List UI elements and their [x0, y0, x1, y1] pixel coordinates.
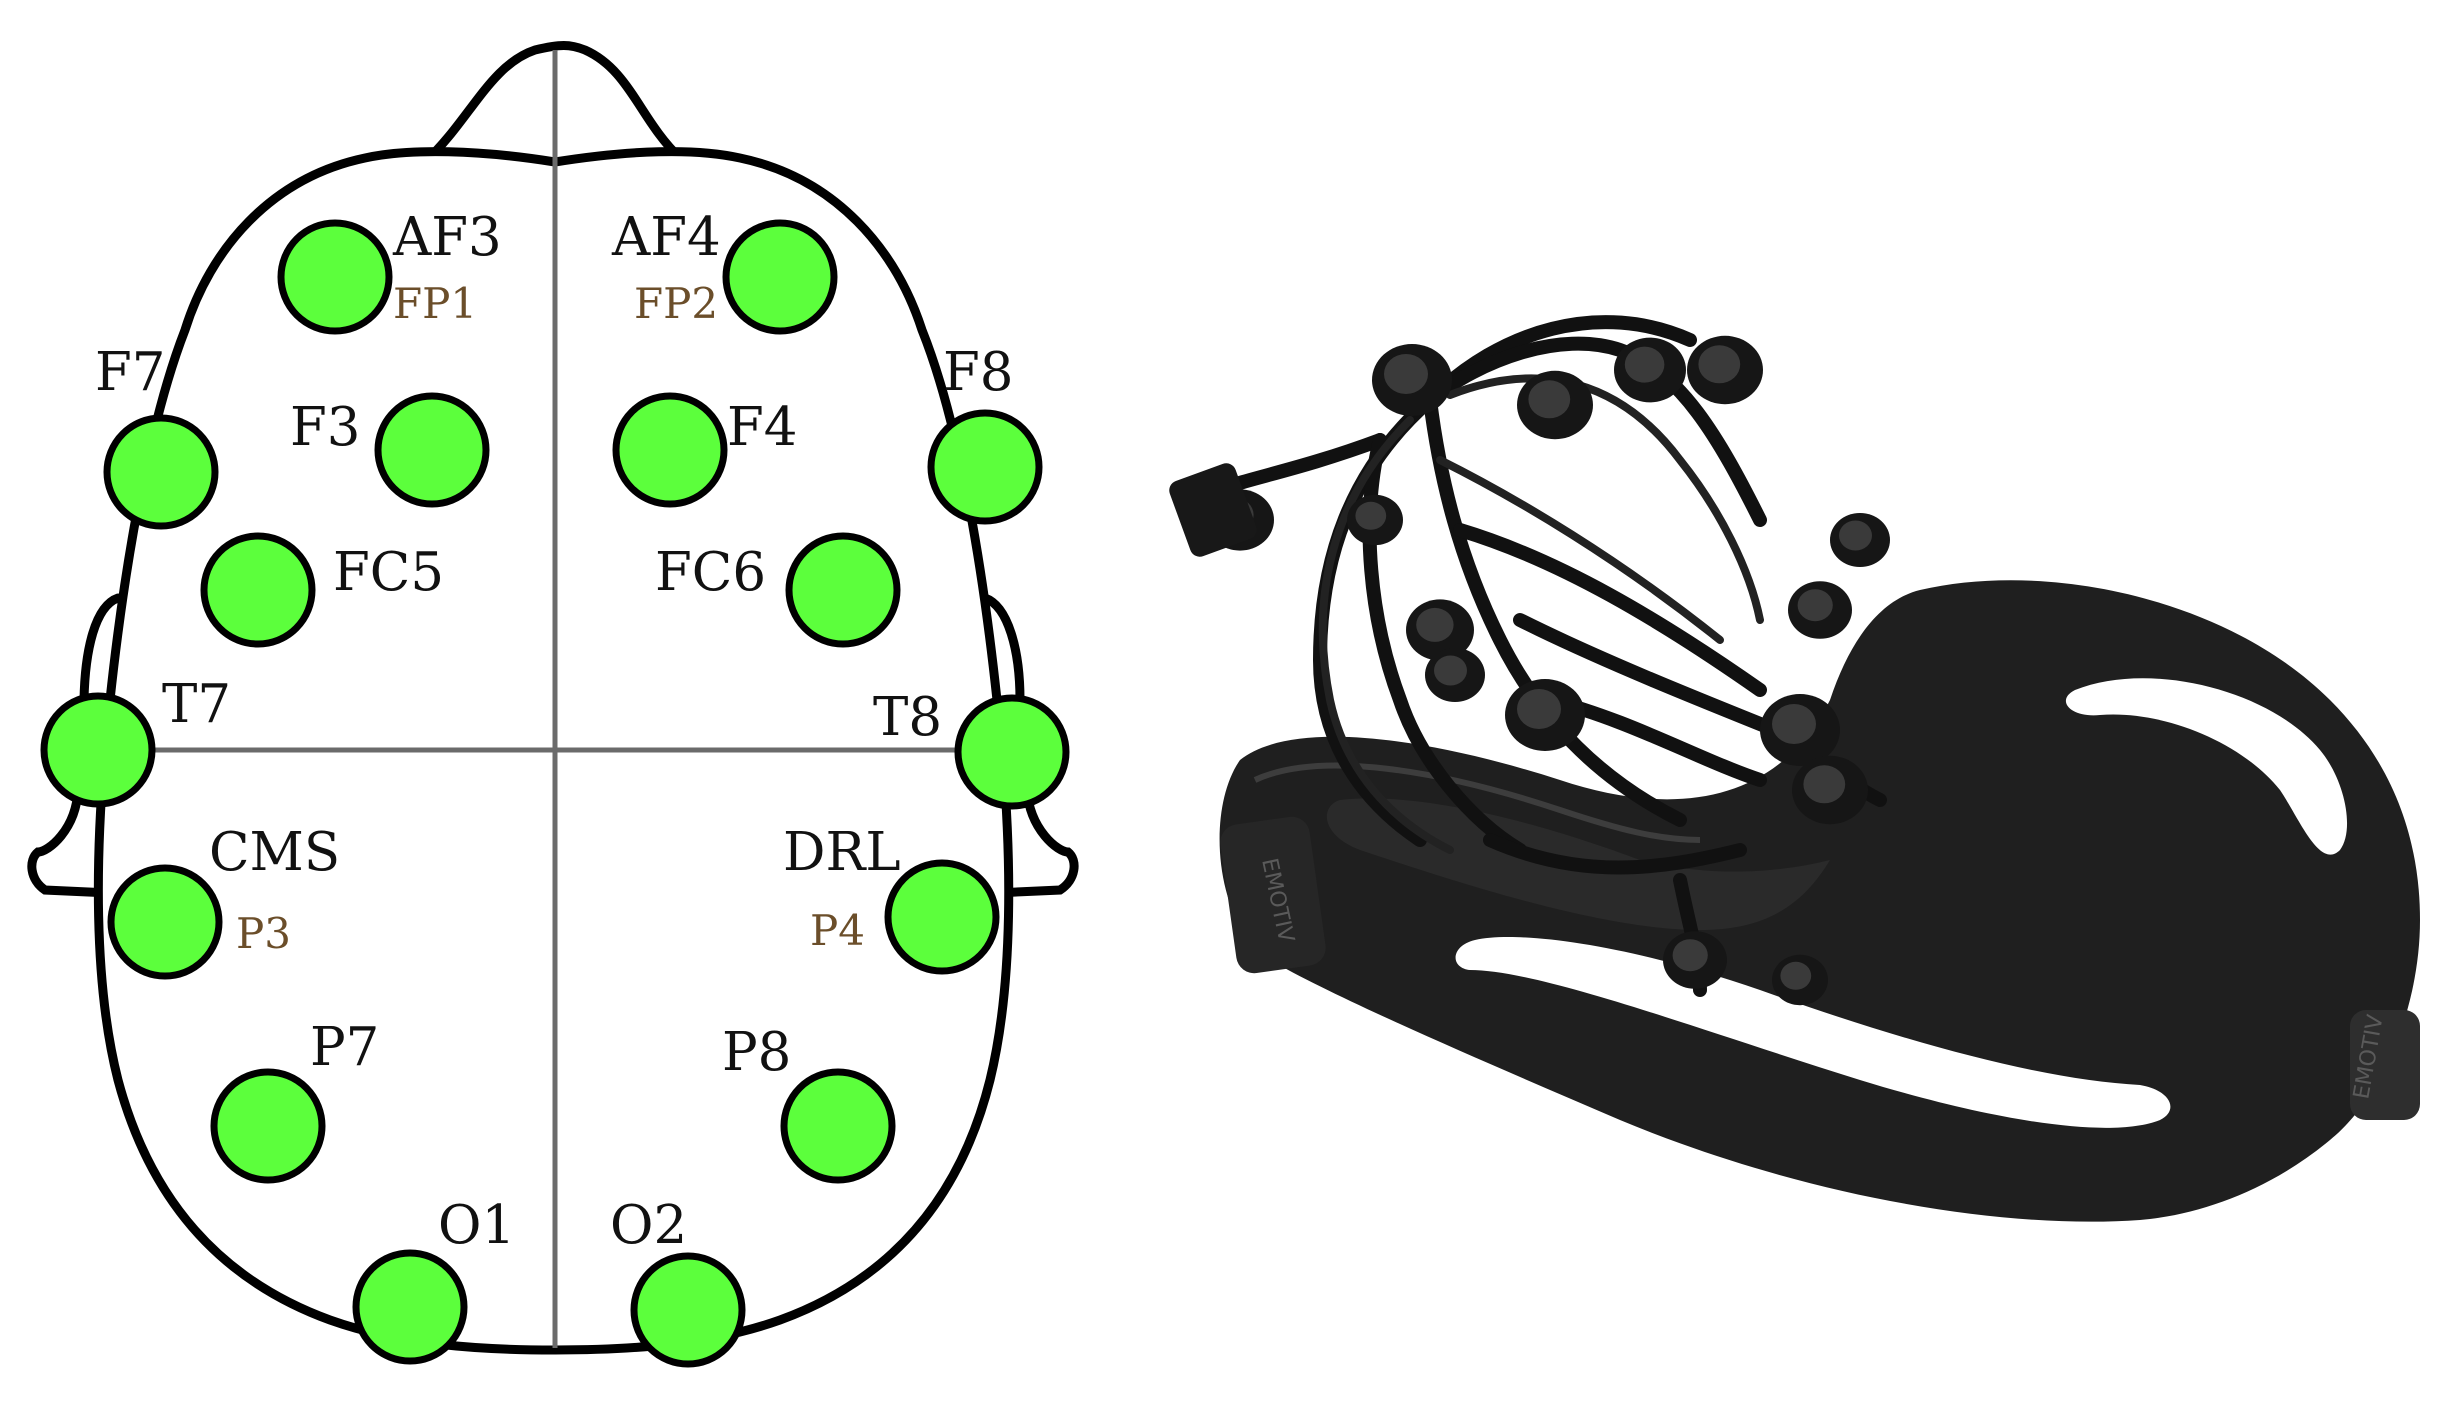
sensor-pod	[1687, 335, 1763, 405]
electrode-sublabel-af3: FP1	[393, 279, 477, 328]
electrode-sublabel-af4: FP2	[634, 279, 718, 328]
electrode-sublabel-drl: P4	[810, 906, 865, 955]
sensor-pod	[1406, 599, 1474, 661]
electrode-p7	[210, 1068, 326, 1184]
sensor-pod	[1614, 337, 1686, 403]
electrode-label-f3: F3	[290, 397, 361, 458]
headset-sensors	[1169, 335, 1890, 1006]
electrode-label-af3: AF3	[392, 207, 502, 268]
right-ear-outline	[980, 593, 1079, 898]
sensor-pod	[1505, 679, 1585, 751]
electrode-af4	[722, 219, 838, 335]
electrode-fc6	[785, 532, 901, 648]
sensor-pod-highlight	[1698, 345, 1741, 384]
sensor-pod	[1663, 931, 1727, 989]
sensor-pod	[1772, 954, 1828, 1006]
sensor-pod-highlight	[1772, 704, 1816, 744]
sensor-pod-highlight	[1797, 589, 1833, 622]
electrode-f3	[374, 392, 490, 508]
electrode-label-f7: F7	[95, 342, 166, 403]
electrode-label-t8: T8	[873, 687, 942, 748]
electrode-f7	[103, 414, 219, 530]
electrode-o2	[630, 1252, 746, 1368]
headset-front-panel	[2350, 1010, 2420, 1120]
electrode-label-f8: F8	[943, 342, 1014, 403]
electrode-label-f4: F4	[727, 397, 798, 458]
sensor-pod	[1347, 494, 1403, 546]
sensor-pod	[1830, 513, 1890, 567]
electrode-label-fc6: FC6	[655, 542, 766, 603]
sensor-pod-highlight	[1434, 655, 1467, 686]
sensor-pod-highlight	[1839, 520, 1872, 551]
electrode-o1	[352, 1249, 468, 1365]
electrode-t8	[954, 694, 1070, 810]
sensor-pod-highlight	[1517, 689, 1561, 729]
electrode-af3	[277, 219, 393, 335]
electrode-label-drl: DRL	[783, 822, 901, 883]
sensor-pod	[1792, 755, 1868, 825]
electrode-label-fc5: FC5	[333, 542, 444, 603]
electrode-label-o2: O2	[610, 1195, 687, 1256]
sensor-pod-highlight	[1416, 607, 1454, 642]
electrode-label-p8: P8	[722, 1022, 791, 1083]
sensor-pod-highlight	[1672, 939, 1708, 972]
electrode-f4	[612, 392, 728, 508]
sensor-pod	[1372, 344, 1452, 416]
electrode-label-p7: P7	[310, 1017, 379, 1078]
electrode-t7	[40, 692, 156, 808]
left-ear-outline	[27, 593, 123, 898]
sensor-pod-highlight	[1528, 380, 1571, 419]
electrode-label-cms: CMS	[209, 822, 340, 883]
sensor-pod-highlight	[1780, 961, 1812, 990]
sensor-pod	[1517, 370, 1593, 440]
sensor-pod	[1788, 581, 1852, 639]
electrode-p8	[780, 1068, 896, 1184]
head-diagram	[27, 41, 1079, 1355]
headset-band-highlight	[1253, 762, 1701, 843]
electrode-cms	[107, 864, 223, 980]
headset-lower-slot	[1455, 937, 2171, 1128]
electrode-drl	[884, 859, 1000, 975]
reference-clip	[1169, 463, 1257, 557]
electrode-label-o1: O1	[438, 1195, 515, 1256]
electrode-f8	[927, 409, 1043, 525]
electrode-label-t7: T7	[162, 674, 231, 735]
sensor-arms-thin	[1318, 374, 1764, 854]
headset-upper-slot	[2065, 678, 2348, 855]
sensor-pod-highlight	[1803, 765, 1846, 804]
sensor-pod	[1425, 648, 1485, 702]
electrode-label-af4: AF4	[611, 207, 721, 268]
sensor-pod-highlight	[1384, 354, 1428, 394]
sensor-pod-highlight	[1624, 346, 1665, 383]
headset-band	[1219, 580, 2420, 1222]
emotiv-headset-image: EMOTIV EMOTIV	[1169, 315, 2420, 1222]
headset-logo-panel	[1220, 816, 1326, 974]
sensor-pod	[1760, 694, 1840, 766]
sensor-pod-highlight	[1355, 501, 1387, 530]
electrode-sublabel-cms: P3	[236, 909, 291, 958]
electrode-fc5	[200, 532, 316, 648]
